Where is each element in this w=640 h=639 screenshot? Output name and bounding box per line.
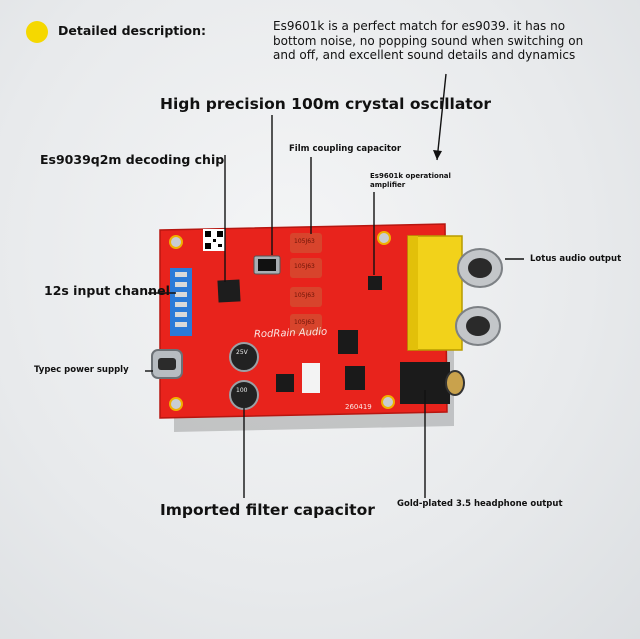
- opamp-chip: [368, 276, 382, 290]
- cap-marking: 25V: [236, 349, 248, 356]
- regulator: [338, 330, 358, 354]
- opamp-label-line1: Es9601k operational: [370, 172, 451, 180]
- detailed-description-line3: and off, and excellent sound details and…: [273, 48, 576, 62]
- typec-label: Typec power supply: [34, 365, 129, 375]
- mounting-hole: [169, 235, 183, 249]
- i2s-label: 12s input channel: [44, 283, 170, 298]
- pin-header: [302, 363, 320, 393]
- board-code: 260419: [345, 403, 372, 411]
- electrolytic-capacitor: [229, 342, 259, 372]
- film-capacitors: [290, 233, 322, 334]
- film-cap-marking: 105J63: [294, 292, 315, 299]
- opamp-label-line2: amplifier: [370, 181, 406, 189]
- filter-cap-label: Imported filter capacitor: [160, 501, 375, 519]
- decoder-chip: [217, 279, 241, 303]
- regulator: [345, 366, 365, 390]
- film-cap-marking: 105J63: [294, 319, 315, 326]
- detailed-description-line1: Es9601k is a perfect match for es9039. i…: [273, 19, 566, 33]
- crystal-label: High precision 100m crystal oscillator: [160, 95, 491, 113]
- detailed-description-title: Detailed description:: [58, 23, 207, 38]
- mounting-hole: [381, 395, 395, 409]
- film-cap-label: Film coupling capacitor: [289, 144, 402, 154]
- decoder-label: Es9039q2m decoding chip: [40, 152, 225, 167]
- mounting-hole: [169, 397, 183, 411]
- film-cap-marking: 105J63: [294, 238, 315, 245]
- regulator: [276, 374, 294, 392]
- cap-marking: 100: [236, 387, 248, 394]
- mounting-hole: [377, 231, 391, 245]
- film-cap-marking: 105J63: [294, 263, 315, 270]
- leader-lines: [145, 73, 524, 498]
- detailed-description-line2: bottom noise, no popping sound when swit…: [273, 34, 584, 48]
- bullet-dot: [26, 21, 48, 43]
- lotus-label: Lotus audio output: [530, 254, 622, 264]
- headphone-label: Gold-plated 3.5 headphone output: [397, 499, 563, 509]
- electrolytic-capacitor: [229, 380, 259, 410]
